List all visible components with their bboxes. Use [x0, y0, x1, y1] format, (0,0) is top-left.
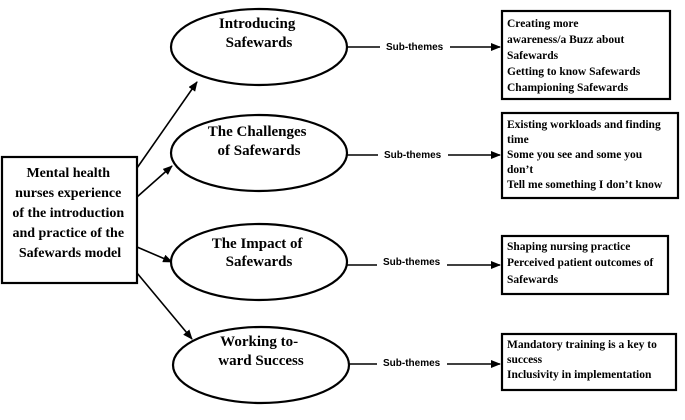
theme-ellipse [171, 325, 351, 405]
subtheme-item: Safewards [507, 50, 559, 62]
central-line: Safewards model [19, 246, 121, 261]
subthemes-box [500, 332, 678, 392]
theme-impact: The Impact of Safewards Sub-themes Shapi… [169, 222, 670, 302]
subtheme-item: Championing Safewards [507, 82, 629, 94]
svg-text:Mandatory training is a key to: Mandatory training is a key to success I… [507, 339, 660, 381]
central-line: of the introduction [12, 206, 124, 221]
subtheme-item: Getting to know Safewards [507, 66, 641, 78]
subthemes-label: Sub-themes [383, 257, 441, 268]
theme-success: Working to- ward Success Sub-themes Mand… [171, 325, 678, 405]
subtheme-item: Mandatory training is a key to [507, 339, 657, 351]
subtheme-item: don’t [507, 164, 533, 176]
subtheme-item: Perceived patient outcomes of [507, 257, 654, 269]
subtheme-item: Some you see and some you [507, 149, 643, 161]
theme-title-line: The Impact of [212, 236, 304, 252]
subtheme-item: Shaping nursing practice [507, 241, 630, 253]
theme-title-line: ward Success [218, 353, 304, 369]
subtheme-item: Creating more [507, 18, 578, 30]
svg-text:The Challenges of Safe: The Challenges of Safewards [208, 124, 311, 159]
subtheme-item: success [507, 354, 543, 366]
theme-introducing: Introducing Safewards Sub-themes Creatin… [169, 7, 672, 101]
svg-text:The Impact of Safeward: The Impact of Safewards [212, 236, 307, 270]
subthemes-box [500, 111, 680, 200]
central-topic-box: Mental health nurses experience of the i… [0, 155, 139, 285]
central-line: nurses experience [15, 186, 121, 201]
svg-text:Existing workloads and finding: Existing workloads and finding time Some… [507, 119, 664, 191]
subthemes-label: Sub-themes [383, 358, 441, 369]
svg-text:Working to- ward Succe: Working to- ward Success [218, 334, 304, 369]
theme-ellipse [169, 222, 349, 302]
theme-title-line: Safewards [226, 35, 293, 51]
central-line: and practice of the [12, 226, 124, 241]
subtheme-item: Inclusivity in implementation [507, 369, 652, 381]
subthemes-box [500, 9, 672, 101]
subtheme-item: Safewards [507, 274, 559, 286]
arrow-central-to-challenges [136, 165, 173, 198]
arrow-central-to-success [136, 272, 193, 340]
arrow-central-to-impact [136, 246, 173, 263]
arrow-central-to-introducing [136, 81, 198, 169]
theme-ellipse [169, 113, 349, 193]
theme-challenges: The Challenges of Safewards Sub-themes E… [169, 111, 680, 200]
theme-title-line: of Safewards [218, 143, 301, 159]
subtheme-item: awareness/a Buzz about [507, 34, 625, 46]
svg-text:Shaping nursing practice: Shaping nursing practice Perceived patie… [507, 241, 656, 286]
subthemes-label: Sub-themes [386, 42, 444, 53]
svg-text:Mental health nurses e: Mental health nurses experience of the i… [12, 166, 127, 261]
theme-title-line: Working to- [220, 334, 298, 350]
theme-title-line: Safewards [226, 254, 293, 270]
theme-title-line: The Challenges [208, 124, 307, 140]
theme-title-line: Introducing [219, 16, 296, 32]
subtheme-item: Existing workloads and finding [507, 119, 661, 131]
svg-text:Creating more awarenes: Creating more awareness/a Buzz about Saf… [507, 18, 643, 94]
subtheme-item: Tell me something I don’t know [507, 179, 663, 191]
subthemes-label: Sub-themes [384, 150, 442, 161]
subtheme-item: time [507, 134, 529, 146]
central-line: Mental health [26, 166, 110, 181]
subthemes-box [500, 234, 670, 296]
svg-text:Introducing Safewards: Introducing Safewards [219, 16, 299, 51]
